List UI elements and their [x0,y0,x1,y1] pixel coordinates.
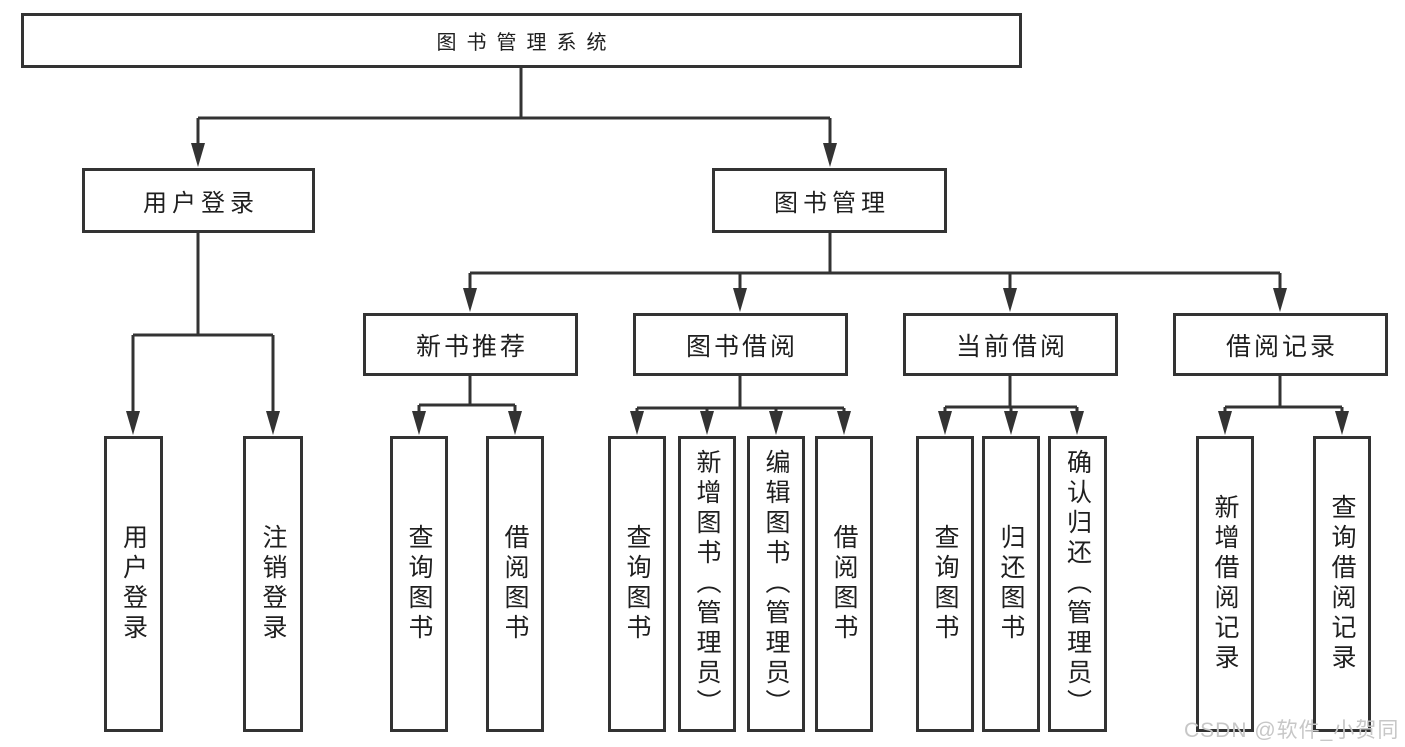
leaf-add-borrow-record: 新增借阅记录 [1196,436,1254,732]
node-new-book-recommendation: 新书推荐 [363,313,578,376]
leaf-return-books: 归还图书 [982,436,1040,732]
node-borrowing-records: 借阅记录 [1173,313,1388,376]
leaf-query-books-3: 查询图书 [916,436,974,732]
node-book-borrowing: 图书借阅 [633,313,848,376]
leaf-query-books-1: 查询图书 [390,436,448,732]
leaf-confirm-return-admin: 确认归还（管理员） [1048,436,1107,732]
node-library-management-system: 图书管理系统 [21,13,1022,68]
leaf-logout: 注销登录 [243,436,303,732]
node-current-borrowing: 当前借阅 [903,313,1118,376]
leaf-add-books-admin: 新增图书（管理员） [678,436,736,732]
leaf-query-borrow-record: 查询借阅记录 [1313,436,1371,732]
leaf-edit-books-admin: 编辑图书（管理员） [747,436,805,732]
node-user-login: 用户登录 [82,168,315,233]
csdn-watermark: CSDN @软件_小贺同学 [1184,719,1400,742]
leaf-query-books-2: 查询图书 [608,436,666,732]
leaf-borrow-books-2: 借阅图书 [815,436,873,732]
node-book-management: 图书管理 [712,168,947,233]
leaf-user-login: 用户登录 [104,436,163,732]
leaf-borrow-books-1: 借阅图书 [486,436,544,732]
